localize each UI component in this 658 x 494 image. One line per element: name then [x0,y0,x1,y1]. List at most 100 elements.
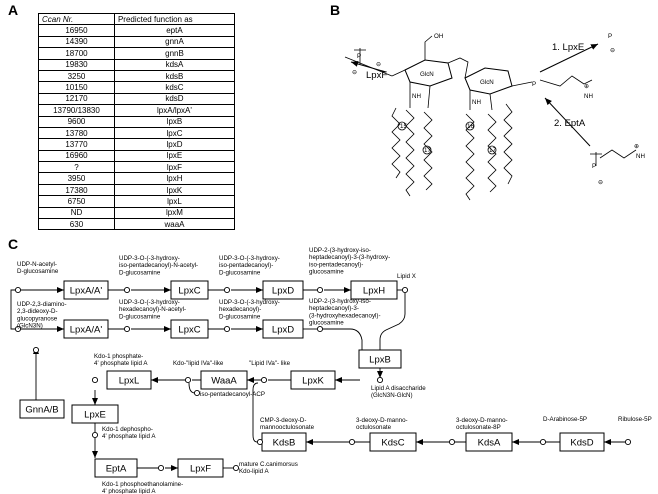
label-top_d1-line: D-glucosamine [219,269,261,276]
label-mid_d2-line: hexadecanoyl)- [219,306,261,313]
intermediate-node [32,346,40,354]
label-top_c1-line: iso-pentadecanoyl)-N-acetyl- [119,262,198,269]
lipid-a-structure [344,35,637,201]
chain-length-16: 16 [467,123,474,130]
enzyme-box-lpxd2: LpxD [262,319,304,339]
label-mid_d2-line: UDP-3-O-(-3-hydroxy- [219,299,280,306]
pathway-lines [10,290,628,468]
enzyme-box-lpxh: LpxH [350,280,398,300]
intermediate-node [223,325,231,333]
enzyme-box-lpxc2: LpxC [170,319,209,339]
label-ara5p: D-Arabinose-5P [543,416,587,423]
enzyme-label-lpxf: LpxF [190,464,211,475]
enzyme-label-lpxa1: LpxA/A' [70,286,103,297]
charge-neg-2: ⊖ [376,61,381,68]
panel-letter-c: C [8,236,19,252]
label-mature-line: Kdo-lipid A [239,468,269,475]
lpxe-label-b: 1. LpxE [552,42,584,53]
label-mid_c2-line: hexadecanoyl)-N-acetyl- [119,306,186,313]
label-mid_h2-line: heptadecanoyl)-3- [309,305,359,312]
glcn-label-right: GlcN [480,79,494,86]
enzyme-label-kdsb: KdsB [273,438,296,449]
enzyme-label-lpxb: LpxB [369,355,391,366]
label-mid_h2-line: UDP-2-(3-hydroxy-iso- [309,298,371,305]
phosphate-p-left: P [357,53,361,60]
enzyme-label-lpxe: LpxE [84,410,106,421]
enzyme-label-lpxd1: LpxD [272,286,294,297]
enzyme-label-epta: EptA [106,464,127,475]
intermediate-node [316,325,324,333]
intermediate-node [448,438,456,446]
label-kdo1p-line: 4' phosphate lipid A [94,360,148,367]
enzyme-label-kdsa: KdsA [478,438,501,449]
cell-ccan-number: 16950 [38,24,115,37]
label-top_h1-line: UDP-2-(3-hydroxy-iso- [309,247,371,254]
intermediate-node [223,286,231,294]
label-udp_glcnac-line: D-glucosamine [17,268,59,275]
nh-label-right: NH [472,99,481,106]
enzyme-box-lpxa2: LpxA/A' [63,319,109,339]
label-disacch-line: (GlcN3N-GlcN) [371,392,413,399]
intermediate-node [260,376,268,384]
label-top_d1-line: iso-pentadecanoyl)- [219,262,273,269]
enzyme-box-epta: EptA [94,458,138,478]
label-mid_d2-line: D-glucosamine [219,313,261,320]
enzyme-box-kdsc: KdsC [369,432,417,452]
label-lipid_x: Lipid X [397,273,416,280]
phosphate-p-bottom: P [592,163,596,170]
chain-length-17: 17 [424,147,431,154]
intermediate-node [14,325,22,333]
intermediate-node [232,464,240,472]
intermediate-node [157,464,165,472]
charge-neg-3: ⊖ [610,47,615,54]
label-top_h1-line: glucosamine [309,269,344,276]
label-top_c1-line: D-glucosamine [119,269,161,276]
structure-labels: LpxF 1. LpxE 2. EptA OH GlcN GlcN NH NH … [352,33,645,186]
charge-neg-4: ⊖ [598,179,603,186]
enzyme-box-lpxk: LpxK [290,370,336,390]
glcn-label-left: GlcN [420,71,434,78]
enzyme-box-waaa: WaaA [200,370,248,390]
label-kdo_deph-line: 4' phosphate lipid A [102,433,156,440]
intermediate-node [91,376,99,384]
panel-letter-a: A [8,2,19,18]
enzyme-label-lpxk: LpxK [302,376,324,387]
cell-predicted-function: gnnA [113,35,236,49]
label-diamino-line: (GlcN3N) [17,323,43,330]
label-acp: iso-pentadecanoyl-ACP [200,391,265,398]
label-mid_h2-line: (3-hydroxyhexadecanoyl)- [309,312,381,319]
phosphate-p-top: P [608,33,612,40]
label-diamino-line: UDP-2,3-diamino- [17,301,67,308]
label-mid_h2-line: glucosamine [309,320,344,327]
intermediate-node [376,376,384,384]
enzyme-box-lpxl: LpxL [106,370,152,390]
intermediate-node [316,286,324,294]
chain-length-15: 15 [400,123,407,130]
enzyme-box-lpxa1: LpxA/A' [63,280,109,300]
acyl-chains [391,82,513,201]
enzyme-box-lpxd1: LpxD [262,280,304,300]
enzyme-label-lpxc2: LpxC [178,325,200,336]
label-top_d1-line: UDP-3-O-(-3-hydroxy- [219,255,280,262]
charge-pos-2: ⊕ [634,143,639,150]
enzyme-label-lpxc1: LpxC [178,286,200,297]
intermediate-node [184,376,192,384]
label-kdo_pea-line: 4' phosphate lipid A [102,488,156,494]
enzyme-label-lpxh: LpxH [363,286,385,297]
enzyme-box-kdsd: KdsD [559,432,605,452]
enzyme-label-kdsd: KdsD [570,438,593,449]
cell-predicted-function: eptA [113,24,236,37]
label-kdo_8p-line: 3-deoxy-D-manno- [456,417,508,424]
label-top_h1-line: iso-pentadecanoyl)- [309,261,363,268]
enzyme-label-waaa: WaaA [211,376,237,387]
label-top_h1-line: heptadecanoyl)-3-(3-hydroxy- [309,254,390,261]
label-mid_c2-line: UDP-3-O-(-3-hydroxy- [119,299,180,306]
